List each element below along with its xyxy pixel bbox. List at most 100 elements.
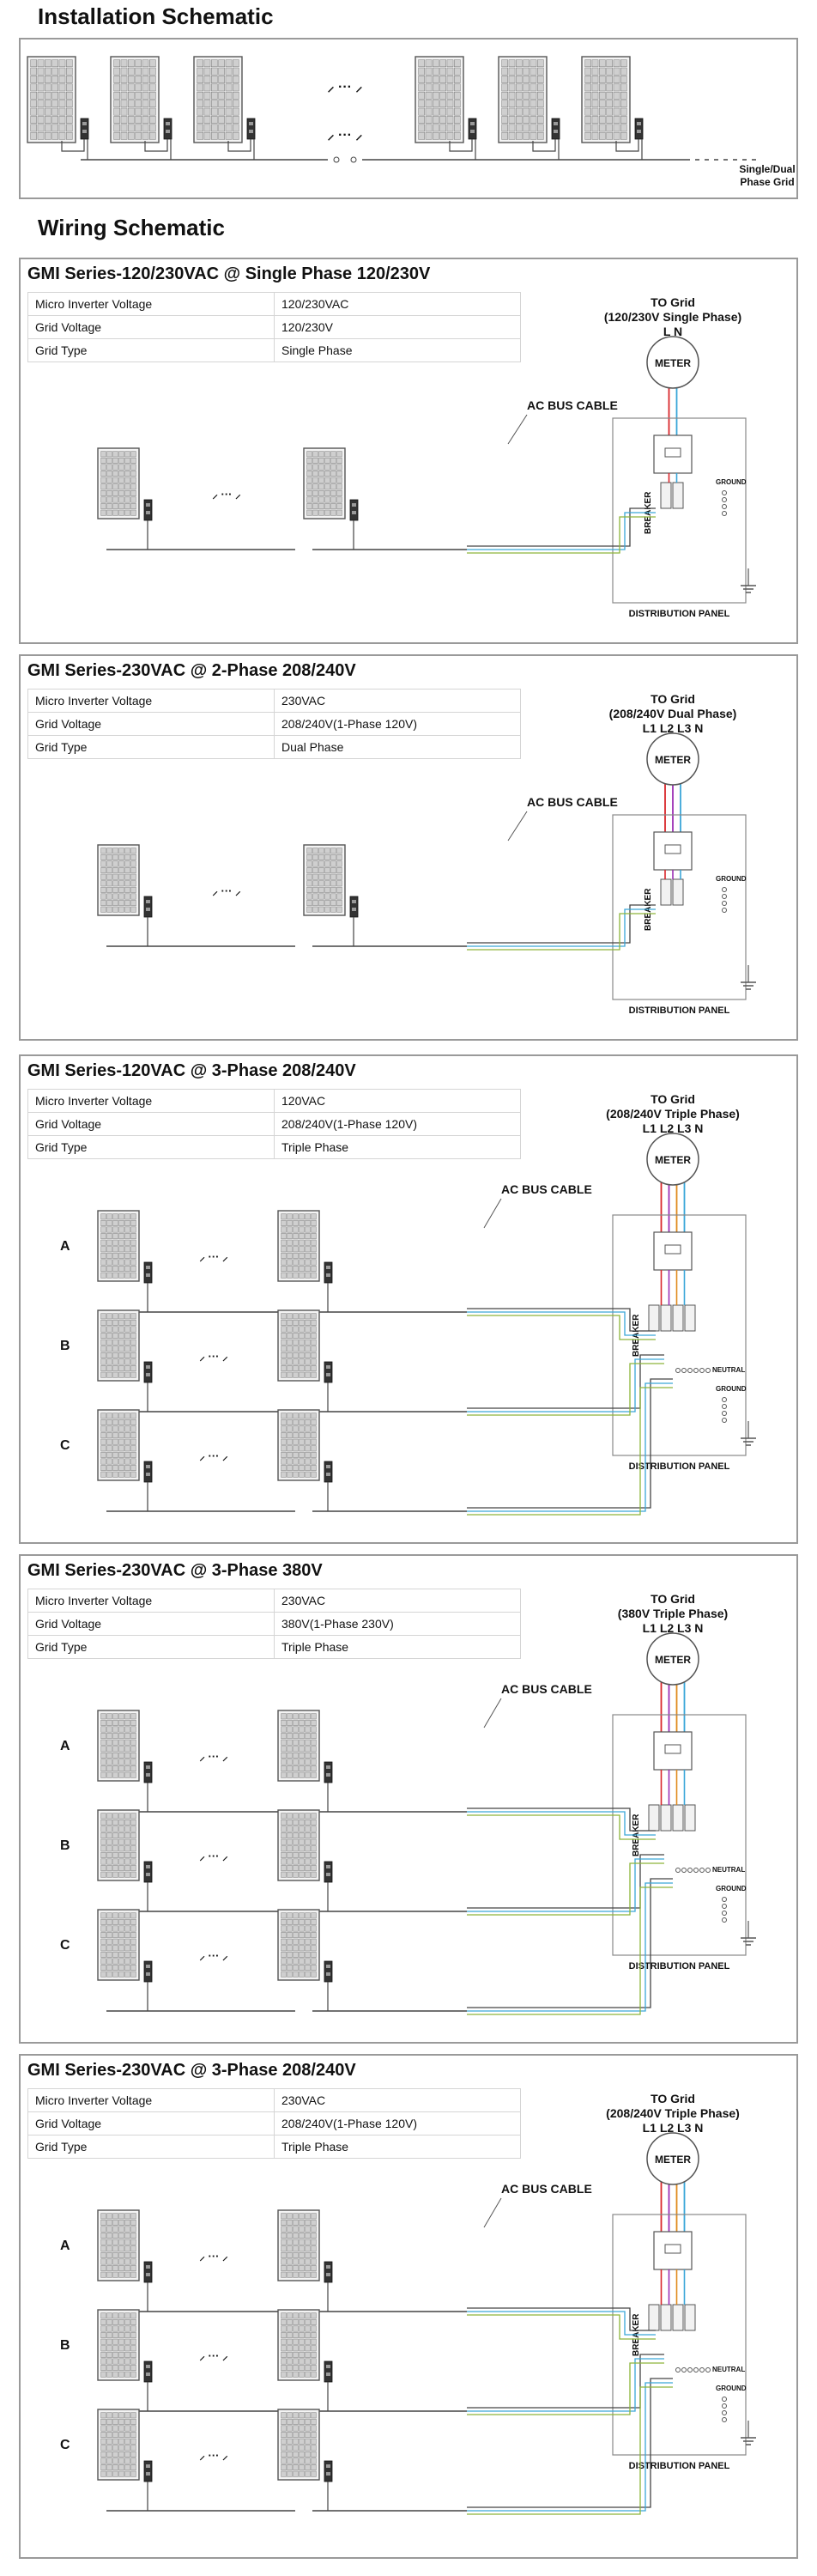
solar-panel-icon — [277, 1409, 320, 1481]
ellipsis-icon: ⸝ ··· ⸝ — [199, 1449, 228, 1462]
grid-spec-text: (120/230V Single Phase) — [603, 310, 742, 324]
ac-bus-wire — [467, 1807, 656, 1832]
terminal-icon — [681, 1868, 687, 1873]
breaker-icon — [684, 1804, 696, 1832]
terminal-icon — [699, 1868, 705, 1873]
solar-panel-icon — [97, 1710, 140, 1782]
ac-bus-cable-label: AC BUS CABLE — [527, 795, 618, 809]
ac-bus-wire — [467, 1354, 664, 1409]
section-title: GMI Series-230VAC @ 3-Phase 208/240V — [27, 2061, 356, 2080]
meter-icon — [646, 1632, 699, 1686]
micro-inverter-icon — [246, 118, 256, 140]
terminal-icon — [699, 2367, 705, 2372]
panel-cable — [61, 139, 85, 152]
callout-line — [507, 414, 528, 445]
spec-key: Grid Type — [27, 1635, 275, 1659]
ellipsis-icon: ⸝ ··· ⸝ — [212, 488, 241, 501]
ac-bus-wire — [467, 1811, 656, 1836]
distribution-panel-box — [612, 417, 747, 604]
neutral-label: NEUTRAL — [712, 2366, 745, 2373]
section-title: GMI Series-230VAC @ 2-Phase 208/240V — [27, 661, 356, 680]
grid-terminals-text: L1 L2 L3 N — [642, 2121, 704, 2135]
ac-bus-wire — [467, 2358, 664, 2412]
grid-label-line2: Phase Grid — [740, 176, 795, 188]
to-grid-label: TO Grid(120/230V Single Phase)L N — [570, 295, 776, 339]
breaker-icon — [648, 2304, 660, 2331]
micro-inverter-icon — [324, 1761, 333, 1783]
micro-inverter-icon — [468, 118, 477, 140]
wiring-title: Wiring Schematic — [38, 215, 225, 240]
ac-bus-wire — [467, 1387, 673, 1516]
to-grid-label: TO Grid(380V Triple Phase)L1 L2 L3 N — [570, 1592, 776, 1636]
breaker-icon — [660, 1804, 672, 1832]
ac-bus-wire — [467, 908, 656, 947]
ac-bus-wire — [467, 1878, 673, 2008]
terminal-icon — [681, 1368, 687, 1373]
row-label: A — [60, 1739, 70, 1753]
micro-inverter-icon — [143, 1361, 153, 1383]
panel-cable — [449, 139, 473, 152]
solar-panel-icon — [277, 1309, 320, 1382]
micro-inverter-icon — [143, 1461, 153, 1483]
ac-bus-wire — [467, 2354, 664, 2409]
distribution-panel-box — [612, 1714, 747, 1956]
grid-terminals-text: L1 L2 L3 N — [642, 1621, 704, 1635]
meter-icon — [646, 732, 699, 786]
to-grid-text: TO Grid — [651, 1592, 695, 1606]
terminal-icon — [722, 1904, 727, 1909]
terminal-icon — [722, 504, 727, 509]
connector-icon — [350, 156, 357, 163]
panel-cable — [144, 139, 168, 152]
micro-inverter-icon — [143, 2261, 153, 2283]
grid-label: Single/Dual Phase Grid — [733, 163, 802, 189]
breaker-icon — [672, 1804, 684, 1832]
ac-bus-wire — [467, 1862, 664, 1916]
row-label: C — [60, 1938, 70, 1953]
solar-panel-icon — [97, 447, 140, 519]
installation-title: Installation Schematic — [38, 3, 274, 29]
breaker-icon — [684, 1304, 696, 1332]
micro-inverter-icon — [551, 118, 560, 140]
ac-bus-wire — [467, 512, 656, 550]
ac-bus-wire — [467, 1308, 656, 1332]
micro-inverter-icon — [80, 118, 89, 140]
ac-bus-cable-label: AC BUS CABLE — [501, 2182, 592, 2196]
breaker-icon — [672, 482, 684, 509]
row-label: C — [60, 1438, 70, 1453]
ac-bus-cable-label: AC BUS CABLE — [501, 1682, 592, 1696]
ac-bus-wire — [467, 1858, 664, 1912]
micro-inverter-icon — [143, 2460, 153, 2482]
neutral-label: NEUTRAL — [712, 1366, 745, 1374]
solar-panel-icon — [97, 1309, 140, 1382]
ac-bus-cable-label: AC BUS CABLE — [527, 398, 618, 412]
breaker-icon — [660, 2304, 672, 2331]
micro-inverter-icon — [143, 896, 153, 918]
spec-value: 208/240V(1-Phase 120V) — [274, 1112, 521, 1136]
terminal-icon — [722, 2417, 727, 2422]
row-label: B — [60, 2338, 70, 2353]
ac-bus-wire — [467, 904, 656, 944]
solar-panel-icon — [97, 844, 140, 916]
installation-diagram: ⸝ ··· ⸝⸝ ··· ⸝ — [27, 56, 759, 163]
breaker-icon — [672, 878, 684, 906]
terminal-icon — [675, 1368, 681, 1373]
meter-icon — [646, 1133, 699, 1186]
neutral-label: NEUTRAL — [712, 1866, 745, 1874]
distribution-panel-box — [612, 2214, 747, 2456]
meter-label: METER — [655, 1154, 691, 1166]
terminal-icon — [693, 1368, 699, 1373]
row-label: A — [60, 2239, 70, 2253]
micro-inverter-icon — [324, 1361, 333, 1383]
solar-panel-icon — [97, 2409, 140, 2481]
ellipsis-icon: ⸝ ··· ⸝ — [199, 1350, 228, 1363]
terminal-icon — [722, 2410, 727, 2415]
solar-panel-icon — [277, 2409, 320, 2481]
ac-bus-wire — [467, 2314, 656, 2340]
terminal-icon — [722, 908, 727, 913]
ac-bus-wire — [467, 2311, 656, 2336]
